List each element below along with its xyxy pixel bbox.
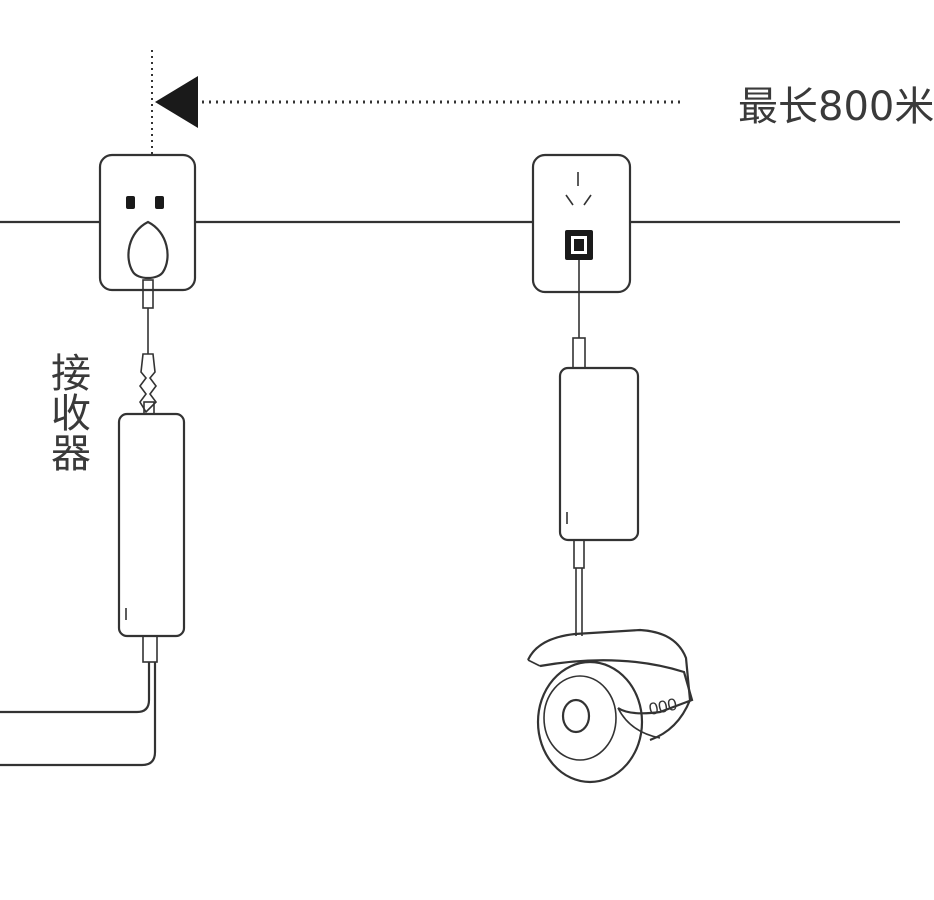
camera-icon: 000	[526, 628, 694, 784]
camera-badge: 000	[647, 695, 679, 719]
socket-hole-right-icon	[155, 196, 164, 209]
powerline-diagram: 000	[0, 50, 900, 784]
socket-hole-left-icon	[126, 196, 135, 209]
wall-socket-left	[98, 153, 197, 309]
plug-icon	[127, 220, 169, 280]
distance-label: 最长800米	[738, 84, 934, 130]
receiver-cable-top	[139, 308, 158, 415]
distance-arrow	[151, 50, 684, 156]
wall-socket-right	[531, 153, 632, 294]
transmitter-adapter	[558, 366, 640, 636]
receiver-adapter	[117, 412, 186, 663]
arrow-head-icon	[155, 76, 198, 128]
receiver-output-cables	[0, 662, 157, 767]
transmitter-cable-top	[572, 292, 586, 369]
receiver-label: 接收器	[44, 352, 90, 472]
